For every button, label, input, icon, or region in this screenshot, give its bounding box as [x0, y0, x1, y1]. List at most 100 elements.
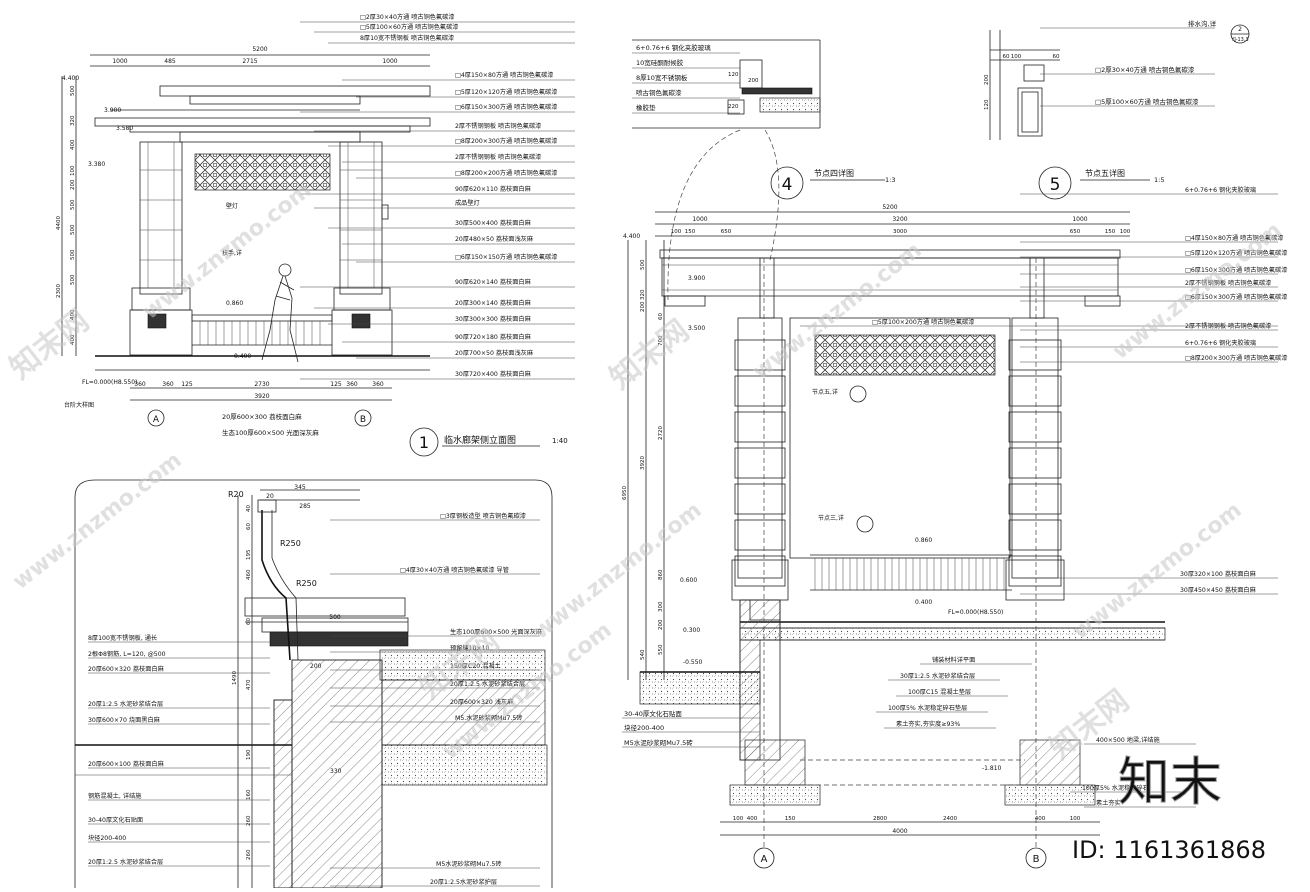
- section-callout-left: 块径200-400: [624, 723, 664, 732]
- section-top-dim: 100: [1120, 229, 1131, 235]
- d1-left-dim: 100: [70, 165, 76, 176]
- det-radius-1: R20: [228, 490, 244, 499]
- section-top-dim: 150: [685, 229, 696, 235]
- d1-callout-label: 2厚不锈钢钢板 喷古铜色氟碳漆: [455, 153, 541, 161]
- section-left-dim: 860: [658, 569, 664, 580]
- det-left-dim: 190: [246, 749, 252, 760]
- det-left-dim: 1490: [232, 671, 238, 685]
- section-note-2: 节点三,详: [818, 514, 844, 522]
- d1-bottom-dim: 125: [330, 381, 342, 388]
- det-left-dim: 260: [246, 849, 252, 860]
- drawing5-number: 5: [1050, 175, 1061, 195]
- section-left-dim: 2720: [658, 426, 664, 440]
- d1-bottom-dim: 360: [372, 381, 384, 388]
- section-level: 3.500: [688, 325, 705, 332]
- d5-dim: 60: [1003, 54, 1010, 60]
- section-top-dim: 5200: [882, 204, 897, 211]
- det-inner-dim-2: 330: [330, 768, 342, 775]
- section-left-dim: 700: [658, 335, 664, 346]
- det-callout-right: 150厚C20 混凝土: [450, 662, 501, 670]
- section-axis-b: B: [1033, 854, 1040, 865]
- section-callout-right: 2厚不锈钢钢板 喷古铜色氟碳漆: [1185, 279, 1271, 287]
- section-top-dim: 650: [1070, 229, 1081, 235]
- det-callout-left: 30-40厚文化石贴面: [88, 816, 143, 824]
- section-left-dim: 540: [640, 649, 646, 660]
- det-callout-left: 钢筋混凝土, 详结施: [88, 792, 141, 800]
- d1-level-6: 0.400: [234, 353, 251, 360]
- det-top-dim: 345: [294, 484, 306, 491]
- section-callout-right: 30厚450×450 荔枝面白麻: [1180, 586, 1257, 594]
- section-callout-bottom: 100厚C15 混凝土垫层: [908, 688, 971, 696]
- d1-left-dim: 500: [70, 249, 76, 260]
- d1-callout-label: □4厚150×80方通 喷古铜色氟碳漆: [455, 71, 554, 79]
- det-radius-3: R250: [296, 579, 317, 588]
- section-left-dim: 300: [658, 601, 664, 612]
- svg-text:www.znzmo.com: www.znzmo.com: [528, 498, 706, 645]
- svg-text:知末网: 知末网: [3, 303, 95, 386]
- d1-note-1: 20厚600×300 荔枝面白麻: [222, 412, 302, 421]
- logo-text: 知末: [1118, 753, 1222, 813]
- det-callout-left: 20厚600×100 荔枝面白麻: [88, 760, 165, 768]
- section-level: 0.400: [915, 599, 932, 606]
- node5-detail: 排水沟,详□2厚30×40方通 喷古铜色氟碳漆□5厚100×60方通 喷古铜色氟…: [984, 19, 1250, 200]
- d5-dim: 200: [984, 74, 990, 85]
- d4-callout-label: 喷古铜色氟碳漆: [636, 88, 682, 97]
- section-left-dim: 550: [658, 644, 664, 655]
- d5-callout-label: □2厚30×40方通 喷古铜色氟碳漆: [1095, 65, 1195, 74]
- section-top-dim: 3000: [893, 229, 907, 235]
- section-bottom-dim: 150: [785, 816, 796, 822]
- section-level: 0.860: [915, 537, 932, 544]
- det-callout-right: 20厚1:2.5水泥砂浆护层: [430, 878, 497, 886]
- node4-detail: 6+0.76+6 钢化夹胶玻璃10宽硅酮耐候胶8厚10宽不锈钢板喷古铜色氟碳漆橡…: [632, 39, 895, 301]
- d1-level-2: 3.900: [104, 107, 121, 114]
- svg-text:知末网: 知末网: [603, 313, 695, 396]
- d1-bottom-dim: 360: [134, 381, 146, 388]
- d1-note-5: 扶手,详: [222, 249, 242, 257]
- drawing5-title: 节点五详图: [1085, 168, 1125, 178]
- drawing4-number: 4: [782, 175, 793, 195]
- det-left-dim: 470: [246, 679, 252, 690]
- section-callout-bottom: 100厚5% 水泥稳定碎石: [1082, 784, 1149, 792]
- d5-callout-label: □5厚100×60方通 喷古铜色氟碳漆: [1095, 97, 1199, 106]
- section-level: FL=0.000(H8.550): [948, 609, 1003, 616]
- d1-callout-label: 成品壁灯: [455, 199, 480, 207]
- det-left-dim: 60: [246, 618, 252, 625]
- section-callout-left: M5水泥砂浆砌Mu7.5砖: [624, 738, 693, 747]
- d1-bottom-dim: 125: [181, 381, 193, 388]
- section-note-1: 节点五,详: [812, 388, 838, 396]
- d1-level-1: 4.400: [62, 75, 79, 82]
- det-callout-left: 块径200-400: [88, 834, 126, 842]
- section-bottom-dim: 400: [1035, 816, 1046, 822]
- d1-callout-label: 30厚300×300 荔枝面白麻: [455, 315, 532, 323]
- section-callout-left: 30-40厚文化石贴面: [624, 709, 682, 718]
- det-callout-right: 20厚600×320 浅灰麻: [450, 698, 514, 706]
- det-top-dim: 500: [329, 614, 341, 621]
- d1-callout-label: 90厚720×180 荔枝面白麻: [455, 333, 532, 341]
- section-left-dim: 60: [658, 313, 664, 320]
- d1-level-3: 3.580: [116, 125, 133, 132]
- d1-left-dim: 2300: [56, 284, 62, 298]
- section-top-dim: 150: [1105, 229, 1116, 235]
- drawing1-scale: 1:40: [552, 437, 568, 445]
- d1-note-2: 生态100厚600×500 光面深灰麻: [222, 428, 319, 437]
- d4-callout-label: 8厚10宽不锈钢板: [636, 73, 688, 82]
- d5-dim: 120: [984, 99, 990, 110]
- section-callout-bottom: 400×500 地梁,详结施: [1096, 736, 1160, 744]
- d1-callout-label: 20厚300×140 荔枝面白麻: [455, 299, 532, 307]
- det-callout-left: 8厚100宽不锈钢板, 通长: [88, 634, 157, 642]
- d1-left-dim: 500: [70, 199, 76, 210]
- svg-text:YJ-13.3: YJ-13.3: [1230, 37, 1248, 43]
- section-callout-right: □5厚100×200方通 喷古铜色氟碳漆: [872, 318, 974, 326]
- d1-callout-label: 20厚700×50 荔枝面浅灰麻: [455, 349, 534, 357]
- d1-callout-label: □5厚120×120方通 喷古铜色氟碳漆: [455, 88, 557, 96]
- d1-left-dim: 500: [70, 274, 76, 285]
- d1-left-dim: 4400: [56, 216, 62, 230]
- d4-callout-label: 橡胶垫: [636, 103, 656, 112]
- det-callout-right: □4厚30×40方通 喷古铜色氟碳漆 导管: [400, 566, 509, 574]
- section-level: 4.400: [623, 233, 640, 240]
- section-callout-bottom: 100厚5% 水泥稳定碎石垫层: [888, 704, 967, 712]
- d4-dim-1: 220: [728, 104, 739, 110]
- det-left-dim: 60: [246, 523, 252, 530]
